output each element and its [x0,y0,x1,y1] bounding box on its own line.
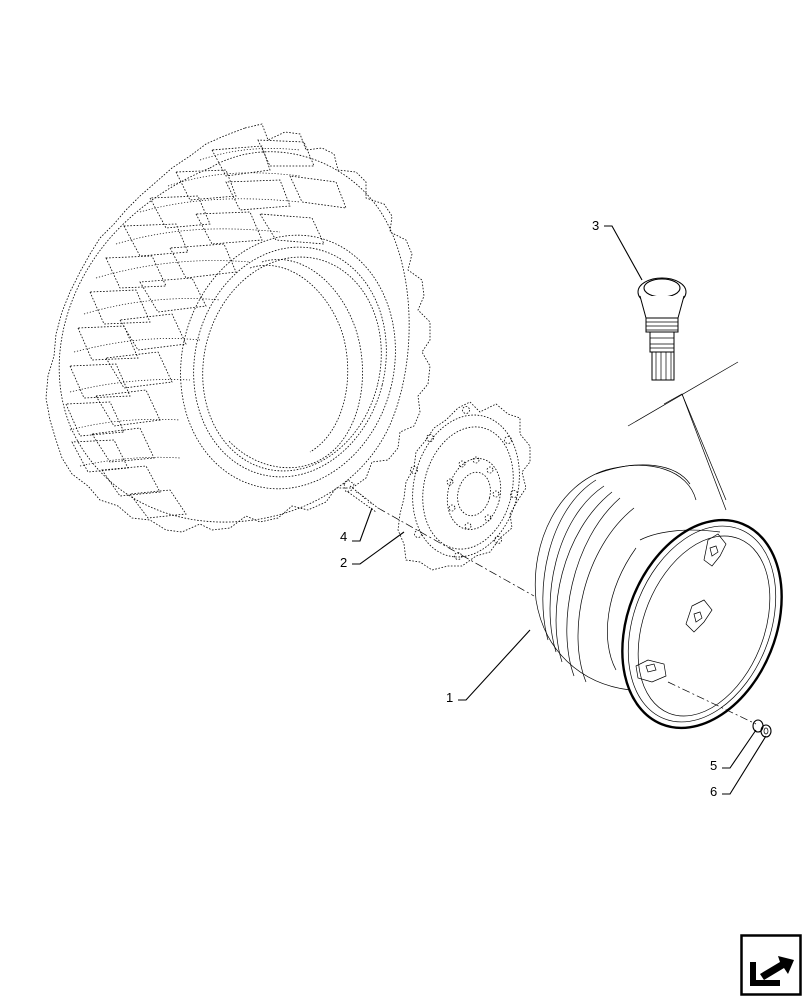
callout-3: 3 [592,218,643,281]
callout-label-5: 5 [710,758,717,773]
callouts: 3 4 2 1 5 6 [340,218,767,799]
callout-6: 6 [710,735,767,799]
callout-label-6: 6 [710,784,717,799]
bolt [343,479,379,513]
callout-label-1: 1 [446,690,453,705]
valve-stem [637,277,687,381]
wheel-center-disc [397,401,531,571]
assembly-lines [377,361,757,725]
next-page-arrow-icon[interactable] [740,934,802,996]
callout-label-3: 3 [592,218,599,233]
callout-label-2: 2 [340,555,347,570]
callout-1: 1 [446,629,531,705]
nut-and-washer [752,719,772,738]
callout-5: 5 [710,729,757,773]
wheel-rim [534,464,783,730]
callout-4: 4 [340,507,373,544]
callout-2: 2 [340,531,405,570]
callout-label-4: 4 [340,529,347,544]
tire [45,123,431,533]
